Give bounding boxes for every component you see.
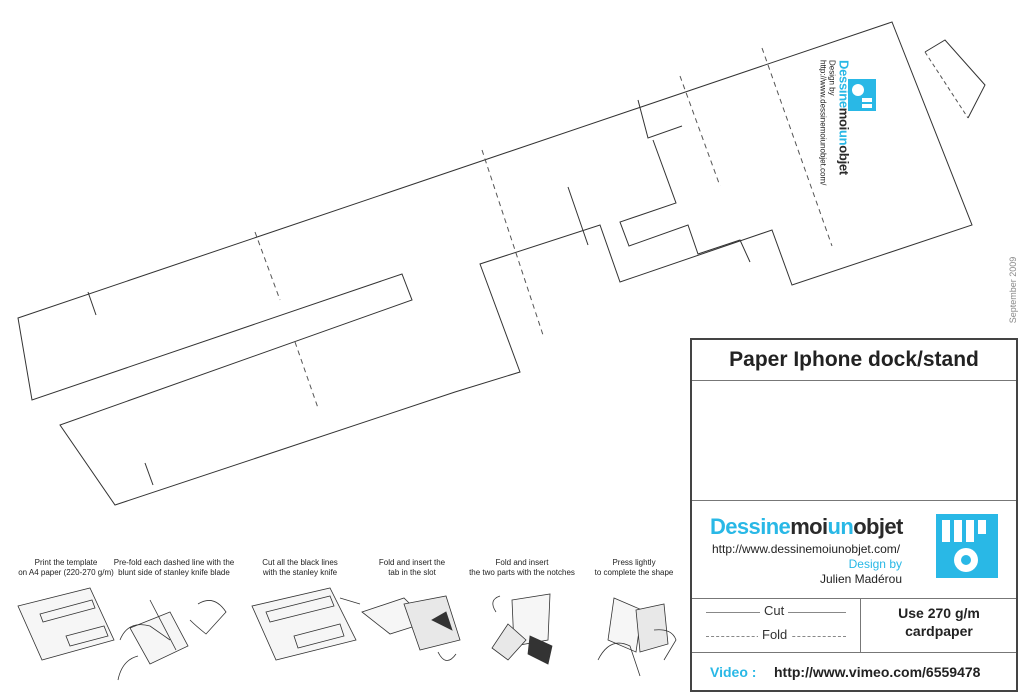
step-illustration-2: [117, 599, 227, 681]
step-1-line1: Print the template: [34, 558, 98, 567]
panel-legend: Cut Fold Use 270 g/m cardpaper: [692, 598, 1016, 653]
step-6-line1: Press lightly: [612, 558, 656, 567]
template-date-text: September 2009: [1008, 256, 1018, 324]
brand-part: Dessine: [710, 514, 791, 539]
step-3-line1: Cut all the black lines: [262, 558, 338, 567]
template-url: http://www.dessinemoiunobjet.com/: [818, 60, 828, 186]
legend-lines: Cut Fold: [692, 598, 861, 652]
step-1-line2: on A4 paper (220-270 g/m): [18, 568, 114, 577]
panel-illustration-area: [692, 380, 1016, 501]
template-brand: Dessinemoiunobjet Design by http://www.d…: [790, 60, 880, 210]
template-date: September 2009: [1000, 250, 1024, 330]
legend-cut-label: Cut: [760, 603, 789, 618]
step-caption-4: Fold and insert the tab in the slot: [346, 558, 478, 578]
template-brand-part: moi: [836, 107, 852, 130]
template-logo: [848, 79, 876, 111]
template-brand-name: Dessinemoiunobjet: [837, 60, 852, 210]
video-link[interactable]: http://www.vimeo.com/6559478: [774, 664, 981, 680]
video-label: Video :: [710, 664, 757, 680]
step-5-line1: Fold and insert: [495, 558, 549, 567]
step-4-line2: tab in the slot: [388, 568, 436, 577]
step-illustration-5: [491, 593, 553, 665]
step-6-line2: to complete the shape: [594, 568, 674, 577]
step-5-line2: the two parts with the notches: [469, 568, 575, 577]
step-caption-2: Pre-fold each dashed line with the blunt…: [108, 558, 240, 578]
panel-brand-name: Dessinemoiunobjet: [710, 514, 903, 540]
step-caption-1: Print the template on A4 paper (220-270 …: [0, 558, 132, 578]
template-internal-cuts: [87, 99, 751, 486]
panel-brand-url: http://www.dessinemoiunobjet.com/: [712, 542, 901, 556]
template-design-by: Design by: [827, 60, 837, 96]
template-cut-outline: [17, 21, 973, 506]
brand-logo: [936, 514, 998, 578]
template-fold-lines: [254, 47, 833, 409]
step-3-line2: with the stanley knife: [262, 568, 338, 577]
step-caption-3: Cut all the black lines with the stanley…: [234, 558, 366, 578]
step-illustration-6: [597, 597, 677, 677]
brand-part: un: [827, 514, 854, 539]
template-brand-part: un: [836, 129, 852, 146]
info-panel: Paper Iphone dock/stand Dessinemoiunobje…: [690, 338, 1018, 692]
step-caption-6: Press lightly to complete the shape: [568, 558, 700, 578]
panel-brand-section: Dessinemoiunobjet http://www.dessinemoiu…: [692, 500, 1016, 599]
brand-part: objet: [853, 514, 903, 539]
legend-note-line1: Use 270 g/m: [898, 605, 980, 621]
template-arrow-tab-fold: [924, 51, 969, 119]
template-brand-part: objet: [836, 145, 852, 175]
brand-part: moi: [790, 514, 828, 539]
step-caption-5: Fold and insert the two parts with the n…: [456, 558, 588, 578]
step-2-line1: Pre-fold each dashed line with the: [113, 558, 235, 567]
step-illustration-1: [17, 587, 115, 661]
step-2-line2: blunt side of stanley knife blade: [118, 568, 230, 577]
legend-note-line2: cardpaper: [905, 623, 973, 639]
panel-author: Julien Madérou: [819, 572, 902, 586]
template-arrow-tab: [924, 39, 986, 119]
panel-video: Video : http://www.vimeo.com/6559478: [692, 652, 1016, 692]
step-illustration-4: [361, 595, 461, 661]
panel-title: Paper Iphone dock/stand: [692, 340, 1016, 381]
template-brand-part: Dessine: [836, 60, 852, 108]
panel-design-by: Design by: [848, 557, 902, 571]
legend-paper-note: Use 270 g/m cardpaper: [860, 598, 1018, 652]
legend-fold-label: Fold: [758, 627, 792, 642]
step-4-line1: Fold and insert the: [378, 558, 446, 567]
step-illustration-3: [251, 587, 361, 661]
